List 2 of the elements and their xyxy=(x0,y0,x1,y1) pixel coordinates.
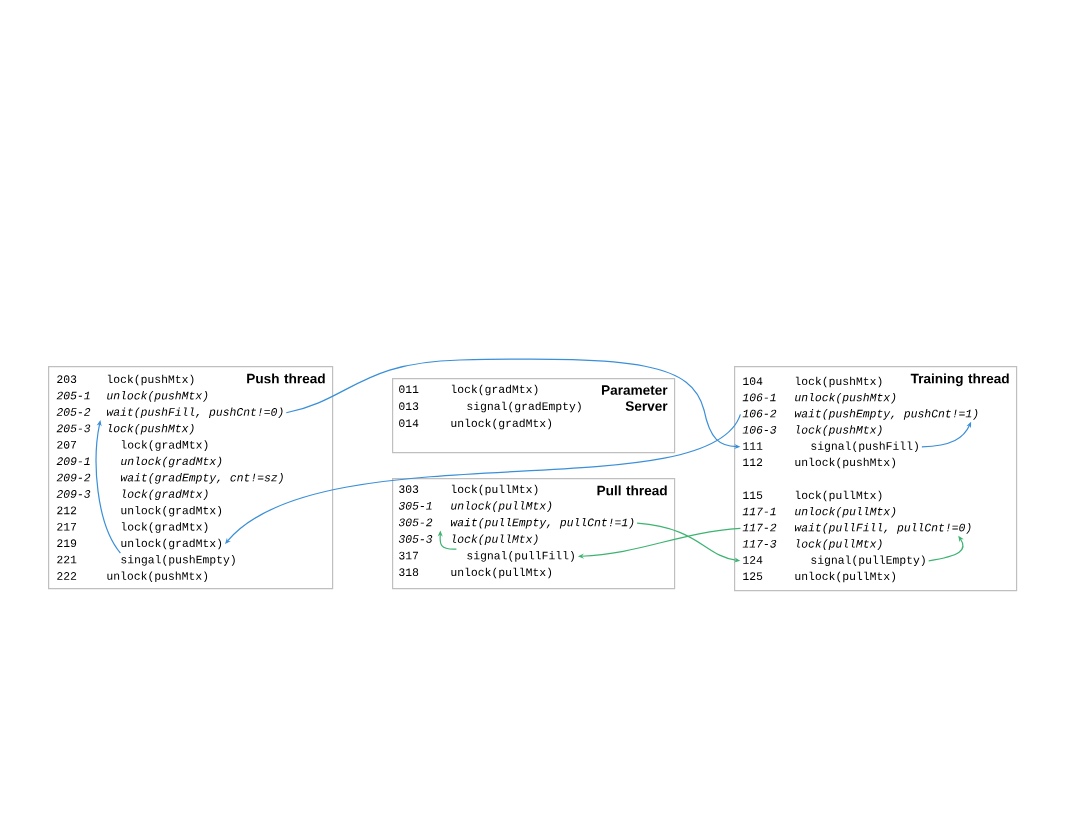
arrow xyxy=(95,420,121,554)
arrow xyxy=(225,413,741,544)
